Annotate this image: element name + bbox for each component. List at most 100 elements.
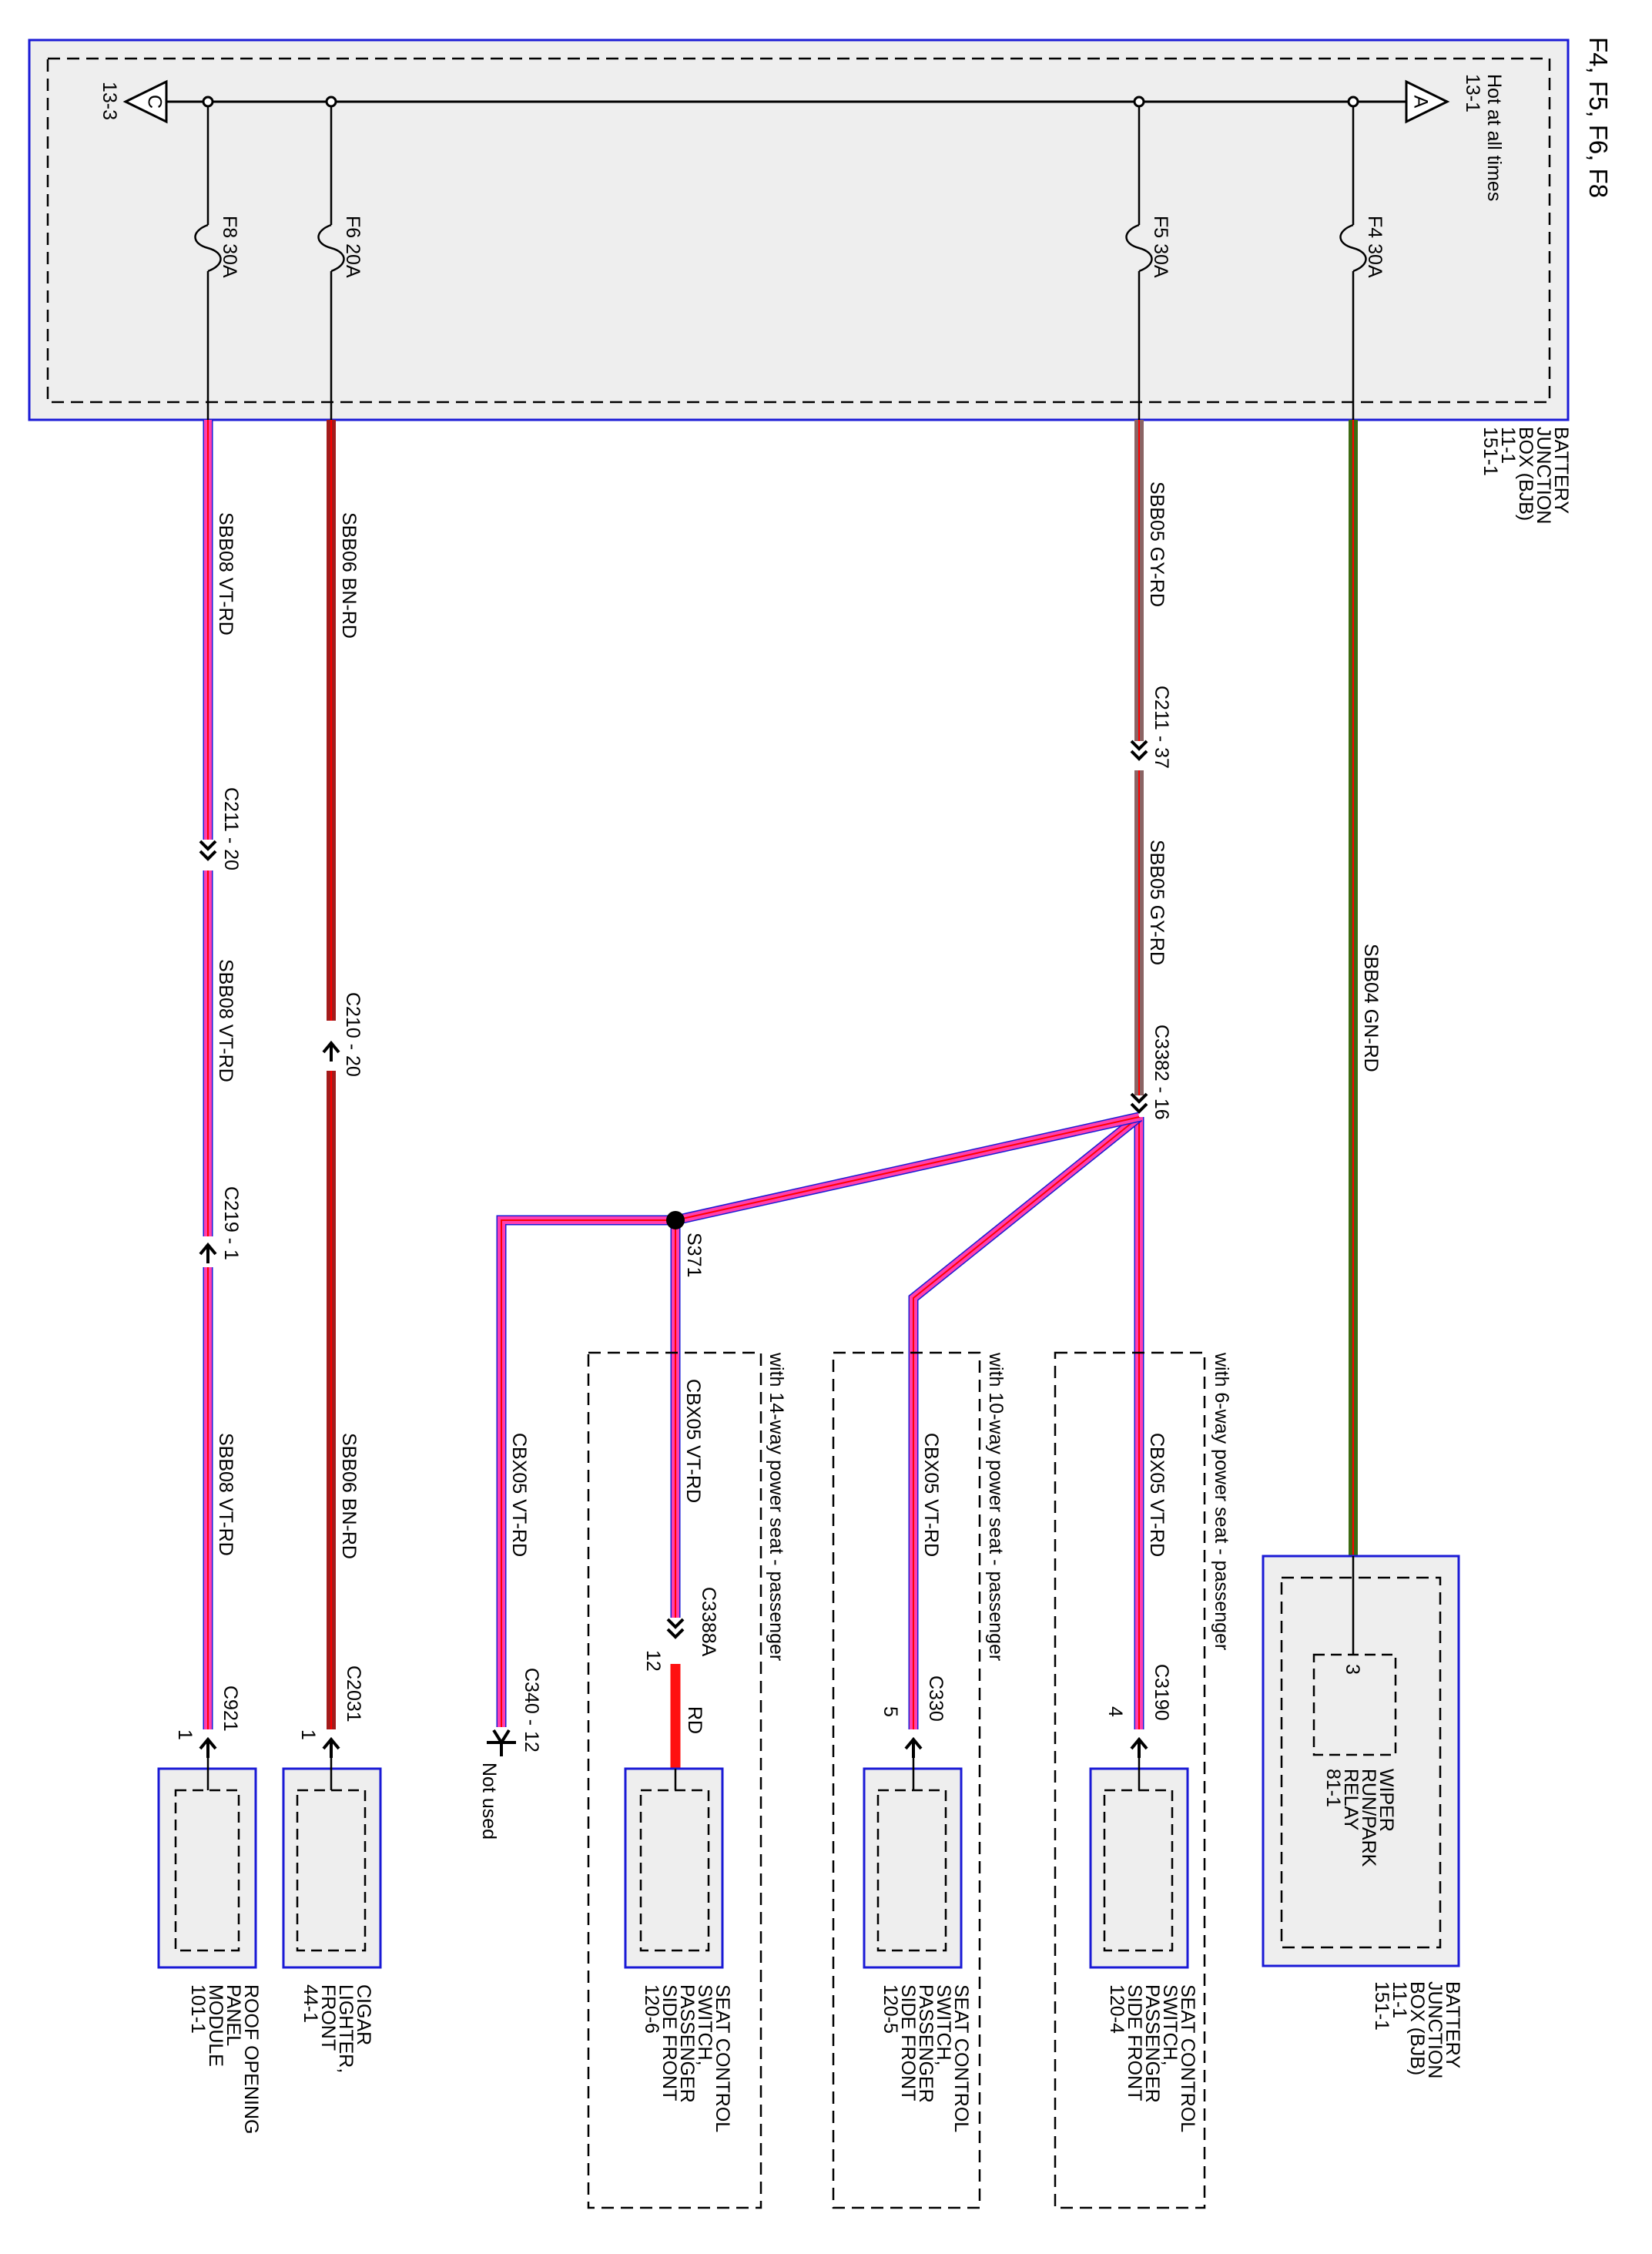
connector-c921-label: C921 <box>219 1685 241 1732</box>
connector-c921-pin: 1 <box>174 1729 196 1740</box>
connector-c2031 <box>322 1738 340 1759</box>
fuse-f5-label: F5 30A <box>1150 216 1171 278</box>
connector-c340-12-label: C340 - 12 <box>521 1668 542 1753</box>
splice-s371-label: S371 <box>683 1233 705 1277</box>
fuse-f6: F6 20A <box>317 96 364 420</box>
connector-c3382-16 <box>1130 1092 1148 1113</box>
region-14way <box>587 1351 762 2209</box>
seat-switch-10way-ref: 120-5 <box>880 1984 901 2034</box>
connector-c211-20-label: C211 - 20 <box>220 787 242 870</box>
seat-switch-14way-name-3: PASSENGER <box>676 1984 698 2103</box>
wire-cbx05-14way <box>670 1112 1141 1618</box>
wire-cbx05-not-used <box>496 1215 675 1727</box>
wire-sbb08-label-3: SBB08 VT-RD <box>215 1433 236 1556</box>
seat-switch-6way-name-2: SWITCH, <box>1159 1984 1181 2066</box>
seat-switch-6way-name-3: PASSENGER <box>1141 1984 1163 2103</box>
connector-c330-label: C330 <box>925 1675 947 1722</box>
marker-c-triangle <box>122 79 168 124</box>
bjb-outer-box <box>28 39 1570 421</box>
roof-panel-name-2: PANEL <box>223 1984 244 2046</box>
wire-cbx05-10way-label: CBX05 VT-RD <box>920 1433 942 1557</box>
wire-cbx05-6way-label: CBX05 VT-RD <box>1146 1433 1168 1557</box>
wire-sbb04-label: SBB04 GN-RD <box>1360 944 1382 1072</box>
roof-panel-name-3: MODULE <box>205 1984 226 2067</box>
seat-switch-10way-name-1: SEAT CONTROL <box>950 1984 972 2132</box>
wire-rd-label: RD <box>684 1706 705 1734</box>
bjb-top-ref-1: 11-1 <box>1497 427 1519 464</box>
connector-c340-12 <box>487 1729 516 1756</box>
seat-switch-14way-name-4: SIDE FRONT <box>658 1984 680 2101</box>
roof-panel-ref: 101-1 <box>187 1984 209 2034</box>
fuse-f8-symbol <box>194 223 222 273</box>
marker-a-triangle <box>1405 79 1450 124</box>
marker-a-letter: A <box>1409 96 1431 109</box>
bjb-bottom-ref-1: 11-1 <box>1389 1981 1410 2018</box>
wire-sbb06-label-2: SBB06 BN-RD <box>338 1433 360 1559</box>
fuse-f8: F8 30A <box>194 96 240 420</box>
connector-c2031-pin: 1 <box>297 1729 319 1740</box>
cigar-lighter-name-1: CIGAR <box>353 1984 374 2045</box>
cigar-lighter-name-2: LIGHTER, <box>335 1984 357 2073</box>
region-6way-label: with 6-way power seat - passenger <box>1211 1352 1232 1650</box>
seat-switch-14way-name-1: SEAT CONTROL <box>712 1984 733 2132</box>
cigar-lighter-name-3: FRONT <box>317 1984 339 2051</box>
connector-c210-20-label: C210 - 20 <box>342 992 364 1077</box>
splice-s371 <box>666 1211 685 1229</box>
region-6way <box>1054 1351 1206 2209</box>
fuse-f4: F4 30A <box>1339 96 1386 420</box>
connector-c3190-label: C3190 <box>1151 1664 1172 1721</box>
bjb-bottom-box <box>1262 1555 1460 1967</box>
roof-panel-name-1: ROOF OPENING <box>240 1984 262 2134</box>
fuse-f8-label: F8 30A <box>219 216 240 278</box>
seat-switch-6way-ref: 120-4 <box>1106 1984 1128 2034</box>
connector-c3190-pin: 4 <box>1104 1706 1126 1717</box>
bjb-top-name-1: BATTERY <box>1550 427 1572 514</box>
roof-panel-box <box>157 1767 257 1969</box>
connector-c211-20 <box>199 840 217 860</box>
connector-c211-37 <box>1130 740 1148 760</box>
connector-c921 <box>199 1738 217 1759</box>
wire-cbx05-10way <box>908 1112 1143 1729</box>
connector-c2031-label: C2031 <box>343 1665 364 1722</box>
bjb-top-name-3: BOX (BJB) <box>1515 427 1536 521</box>
connector-c219-1 <box>199 1243 217 1265</box>
roof-panel-inner <box>174 1789 240 1952</box>
connector-c219-1-label: C219 - 1 <box>220 1186 242 1260</box>
wire-sbb08-label-2: SBB08 VT-RD <box>215 959 236 1082</box>
bjb-inner-box <box>46 57 1551 404</box>
bjb-top-name-2: JUNCTION <box>1533 427 1554 524</box>
seat-switch-10way-name-2: SWITCH, <box>933 1984 954 2066</box>
connector-c330-pin: 5 <box>880 1706 901 1717</box>
seat-switch-10way-name-3: PASSENGER <box>915 1984 937 2103</box>
bjb-top-ref-2: 151-1 <box>1479 427 1501 476</box>
fuse-f6-symbol <box>317 223 345 273</box>
seat-switch-6way-name-1: SEAT CONTROL <box>1177 1984 1198 2132</box>
seat-switch-14way-name-2: SWITCH, <box>694 1984 715 2066</box>
region-14way-label: with 14-way power seat - passenger <box>766 1352 787 1661</box>
wire-cbx05-not-used-label: CBX05 VT-RD <box>508 1433 530 1557</box>
not-used-label: Not used <box>478 1763 500 1840</box>
bjb-bottom-inner <box>1280 1576 1442 1949</box>
connector-c3190 <box>1130 1738 1148 1759</box>
bjb-bottom-name-3: BOX (BJB) <box>1406 1981 1428 2075</box>
marker-c-letter: C <box>143 95 165 109</box>
wire-cbx05-14way-label: CBX05 VT-RD <box>682 1379 704 1503</box>
wiper-relay-name-1: WIPER <box>1376 1769 1397 1832</box>
seat-switch-6way-name-4: SIDE FRONT <box>1124 1984 1145 2101</box>
wire-sbb05-label-1: SBB05 GY-RD <box>1146 481 1168 607</box>
connector-c330 <box>904 1738 923 1759</box>
wiper-relay-pin: 3 <box>1342 1664 1363 1675</box>
wiper-relay-name-2: RUN/PARK <box>1358 1769 1379 1867</box>
connector-c3388a-pin: 12 <box>642 1650 664 1672</box>
fuse-f4-symbol <box>1339 223 1367 273</box>
hot-at-all-times: Hot at all times <box>1483 74 1505 201</box>
connector-c3388a-label: C3388A <box>698 1587 719 1657</box>
region-10way-label: with 10-way power seat - passenger <box>985 1352 1007 1661</box>
seat-switch-10way-inner <box>876 1789 947 1952</box>
seat-switch-10way-name-4: SIDE FRONT <box>897 1984 919 2101</box>
ref-c: 13-3 <box>99 82 120 120</box>
wiper-relay-ref: 81-1 <box>1322 1769 1344 1807</box>
seat-switch-14way-ref: 120-6 <box>641 1984 662 2034</box>
connector-c210-20 <box>322 1041 340 1063</box>
wire-sbb08-label-1: SBB08 VT-RD <box>215 512 236 636</box>
